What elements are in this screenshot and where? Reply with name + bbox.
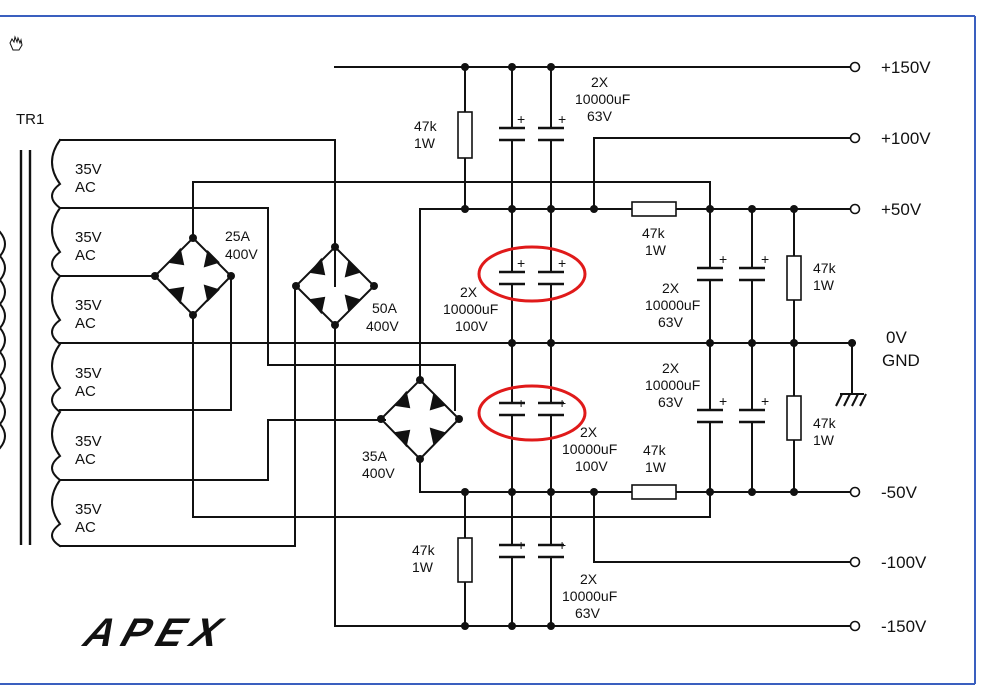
resistor-right-lower-power: 1W bbox=[813, 432, 835, 448]
highlight-ellipse-upper bbox=[477, 245, 587, 303]
cap-mid-upper-count: 2X bbox=[460, 284, 478, 300]
cap-right-upper-value: 10000uF bbox=[645, 297, 700, 313]
terminal-plus100 bbox=[849, 132, 861, 144]
winding-type: AC bbox=[75, 247, 96, 264]
cap-mid-lower-value: 10000uF bbox=[562, 441, 617, 457]
terminal-minus50 bbox=[849, 486, 861, 498]
resistor-top-value: 47k bbox=[414, 118, 438, 134]
resistor-bottom bbox=[457, 537, 473, 583]
winding-voltage: 35V bbox=[75, 229, 102, 246]
plus-mark: + bbox=[558, 395, 566, 411]
winding-voltage: 35V bbox=[75, 433, 102, 450]
rail-label-minus100: -100V bbox=[881, 553, 927, 572]
plus-mark: + bbox=[558, 111, 566, 127]
resistor-series-lower bbox=[631, 484, 677, 500]
plus-mark: + bbox=[761, 251, 769, 267]
cap-right-lower-count: 2X bbox=[662, 360, 680, 376]
plus-mark: + bbox=[517, 255, 525, 271]
junction-dots bbox=[151, 63, 856, 630]
bridge-rectifier-2 bbox=[294, 245, 376, 327]
terminal-plus50 bbox=[849, 203, 861, 215]
cap-top-rating: 63V bbox=[587, 108, 613, 124]
resistor-bottom-power: 1W bbox=[412, 559, 434, 575]
capacitor-polarity-marks: + + + + + + + + + + + + bbox=[517, 111, 769, 553]
rail-label-plus100: +100V bbox=[881, 129, 931, 148]
rail-label-plus150: +150V bbox=[881, 58, 931, 77]
cap-mid-lower-count: 2X bbox=[580, 424, 598, 440]
winding-type: AC bbox=[75, 179, 96, 196]
highlight-ellipse-lower bbox=[477, 384, 587, 442]
cap-right-lower-value: 10000uF bbox=[645, 377, 700, 393]
cap-mid-upper-value: 10000uF bbox=[443, 301, 498, 317]
resistor-series-upper bbox=[631, 201, 677, 217]
resistor-top bbox=[457, 111, 473, 159]
plus-mark: + bbox=[719, 251, 727, 267]
transformer-tr1 bbox=[0, 138, 62, 548]
winding-type: AC bbox=[75, 383, 96, 400]
winding-type: AC bbox=[75, 315, 96, 332]
logo-text: APEX bbox=[75, 610, 240, 655]
resistor-right-lower-value: 47k bbox=[813, 415, 837, 431]
plus-mark: + bbox=[719, 393, 727, 409]
plus-mark: + bbox=[517, 111, 525, 127]
resistor-right-lower bbox=[786, 395, 802, 441]
resistor-series-lower-power: 1W bbox=[645, 459, 667, 475]
bridge-1-voltage: 400V bbox=[225, 246, 258, 262]
resistor-right-upper bbox=[786, 255, 802, 301]
winding-type: AC bbox=[75, 519, 96, 536]
terminal-plus150 bbox=[849, 61, 861, 73]
winding-labels: 35V AC 35V AC 35V AC 35V AC 35V AC 35V A… bbox=[75, 161, 102, 536]
winding-voltage: 35V bbox=[75, 297, 102, 314]
plus-mark: + bbox=[558, 537, 566, 553]
winding-voltage: 35V bbox=[75, 161, 102, 178]
output-terminals bbox=[849, 61, 861, 632]
ground-symbol bbox=[835, 393, 867, 407]
bridge-2-voltage: 400V bbox=[366, 318, 399, 334]
bridge-3-current: 35A bbox=[362, 448, 388, 464]
cap-right-upper-rating: 63V bbox=[658, 314, 684, 330]
cap-top-value: 10000uF bbox=[575, 91, 630, 107]
terminal-minus100 bbox=[849, 556, 861, 568]
transformer-label: TR1 bbox=[16, 111, 44, 128]
plus-mark: + bbox=[558, 255, 566, 271]
resistor-bottom-value: 47k bbox=[412, 542, 436, 558]
bridge-3-voltage: 400V bbox=[362, 465, 395, 481]
bridge-rectifier-3 bbox=[379, 378, 461, 461]
cap-right-lower-rating: 63V bbox=[658, 394, 684, 410]
cap-mid-lower-rating: 100V bbox=[575, 458, 608, 474]
capacitor-plates bbox=[499, 126, 765, 559]
resistor-series-upper-value: 47k bbox=[642, 225, 666, 241]
rail-label-minus150: -150V bbox=[881, 617, 927, 636]
winding-voltage: 35V bbox=[75, 365, 102, 382]
resistor-series-lower-value: 47k bbox=[643, 442, 667, 458]
resistor-right-upper-value: 47k bbox=[813, 260, 837, 276]
winding-type: AC bbox=[75, 451, 96, 468]
cap-bottom-rating: 63V bbox=[575, 605, 601, 621]
cap-top-count: 2X bbox=[591, 74, 609, 90]
plus-mark: + bbox=[517, 395, 525, 411]
cap-bottom-count: 2X bbox=[580, 571, 598, 587]
rail-label-plus50: +50V bbox=[881, 200, 922, 219]
cap-bottom-value: 10000uF bbox=[562, 588, 617, 604]
resistor-series-upper-power: 1W bbox=[645, 242, 667, 258]
resistor-top-power: 1W bbox=[414, 135, 436, 151]
plus-mark: + bbox=[517, 537, 525, 553]
rail-label-0v: 0V bbox=[886, 328, 907, 347]
winding-voltage: 35V bbox=[75, 501, 102, 518]
bridge-2-current: 50A bbox=[372, 300, 398, 316]
hand-cursor-icon bbox=[9, 35, 23, 51]
plus-mark: + bbox=[761, 393, 769, 409]
resistor-right-upper-power: 1W bbox=[813, 277, 835, 293]
cap-right-upper-count: 2X bbox=[662, 280, 680, 296]
apex-logo: APEX bbox=[75, 610, 240, 655]
cap-mid-upper-rating: 100V bbox=[455, 318, 488, 334]
rail-label-minus50: -50V bbox=[881, 483, 918, 502]
rail-label-gnd: GND bbox=[882, 351, 920, 370]
bridge-rectifier-1 bbox=[153, 236, 233, 317]
terminal-minus150 bbox=[849, 620, 861, 632]
bridge-1-current: 25A bbox=[225, 228, 251, 244]
